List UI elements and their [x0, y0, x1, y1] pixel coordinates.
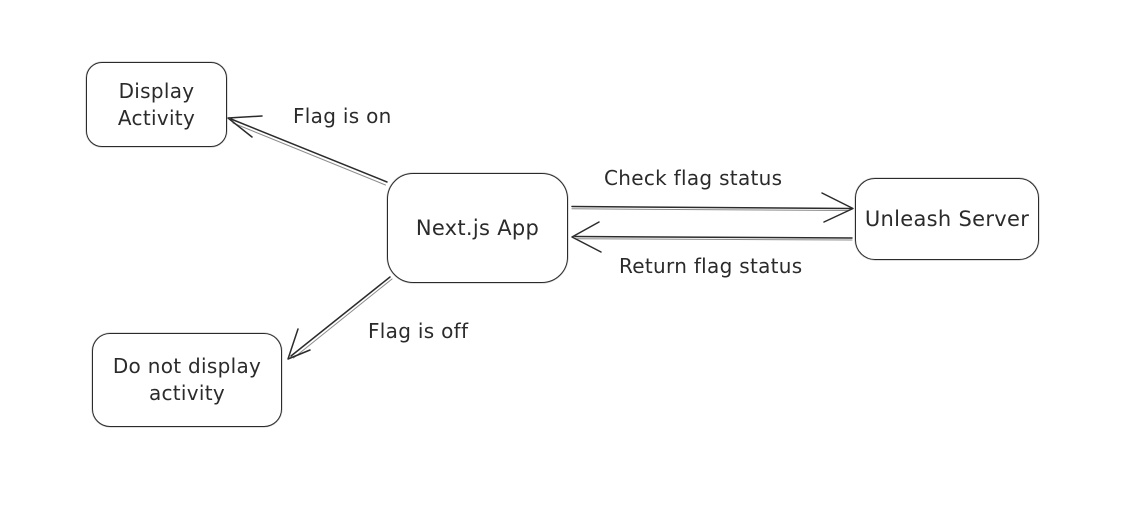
node-do-not-display-activity: Do not display activity: [92, 333, 282, 427]
node-display-activity-label-line2: Activity: [117, 105, 196, 130]
node-display-activity: Display Activity: [86, 62, 227, 147]
edge-label-check-flag-status: Check flag status: [604, 166, 783, 190]
arrow-check-flag-status: [571, 192, 854, 223]
arrow-return-flag-status: [571, 221, 853, 253]
node-display-activity-label-line1: Display: [118, 78, 195, 103]
node-nextjs-app: Next.js App: [387, 173, 568, 283]
node-unleash-server: Unleash Server: [855, 178, 1039, 260]
edge-label-flag-off: Flag is off: [368, 319, 469, 343]
node-nextjs-app-label: Next.js App: [415, 215, 540, 240]
edge-label-flag-on: Flag is on: [293, 104, 392, 128]
node-do-not-display-label-line1: Do not display: [112, 354, 262, 378]
node-do-not-display-label-line2: activity: [148, 381, 226, 405]
arrow-flag-off: [287, 276, 393, 360]
node-unleash-server-label: Unleash Server: [864, 206, 1030, 231]
edge-label-return-flag-status: Return flag status: [619, 254, 803, 278]
arrow-flag-on: [227, 115, 388, 186]
